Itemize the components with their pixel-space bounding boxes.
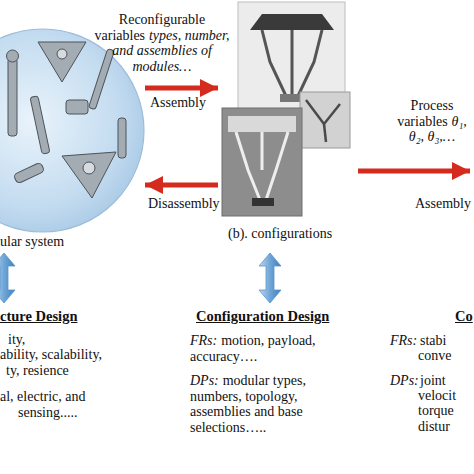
annotation-text: sensing..... — [18, 405, 78, 421]
platform-module — [62, 152, 116, 198]
module-parts — [7, 42, 127, 198]
photo-frame — [300, 92, 350, 148]
circle-shape — [0, 29, 144, 232]
node-caption: (b). configurations — [228, 226, 332, 242]
double-arrow — [259, 253, 281, 303]
annotation-text: joint — [420, 373, 446, 389]
link-module — [30, 96, 50, 154]
assembly-arrow — [145, 86, 218, 91]
text-block: Reconfigurable variablestypes, number, a… — [92, 12, 232, 74]
annotation-text: DPs: — [390, 373, 419, 389]
robot-arm — [298, 30, 322, 96]
robot-arm — [266, 132, 288, 200]
robot-arm — [291, 30, 294, 96]
annotation-text: distur — [418, 419, 450, 435]
design-heading: Configuration Design — [196, 309, 329, 325]
photo-frame — [222, 108, 302, 216]
annotation-text: FRs: — [390, 333, 417, 349]
link-module — [8, 58, 17, 136]
joint-module — [57, 49, 67, 59]
annotation-text: FRs: — [190, 333, 217, 348]
link-module — [89, 49, 115, 110]
motor-module — [66, 100, 88, 114]
annotation-text: Assembly — [415, 196, 471, 212]
photo-frame — [238, 2, 345, 110]
circle-outline — [0, 28, 145, 233]
node-caption: ular system — [0, 234, 64, 250]
joint-module — [7, 50, 19, 62]
end-effector — [280, 94, 304, 102]
text-block: Process variablesθ₁, θ₂, θ₃,… — [390, 98, 474, 145]
edge-label: Assembly — [150, 95, 206, 111]
configuration-photos — [222, 2, 350, 216]
robot-arm — [324, 124, 326, 142]
end-effector — [252, 198, 274, 206]
annotation-text: ty, resience — [6, 363, 69, 379]
annotation-text: ity, — [8, 332, 25, 348]
annotation-text: ability, scalability, — [0, 347, 102, 363]
disassembly-arrow — [145, 183, 218, 188]
robot-arm — [261, 132, 264, 170]
link-module — [13, 162, 44, 184]
annotation-text: DPs: — [190, 373, 219, 388]
configuration-panel: (b). configurations — [218, 0, 350, 218]
double-arrow — [0, 253, 15, 303]
joint-module — [83, 162, 95, 174]
platform-module — [38, 42, 86, 82]
robot-base — [228, 116, 296, 132]
robot-base — [250, 14, 334, 30]
robot-arm — [262, 30, 286, 96]
link-module — [118, 118, 126, 158]
annotation-text: velocit — [418, 388, 456, 404]
text-block: FRs:motion, payload, accuracy…. — [190, 333, 360, 364]
text-block: DPs:modular types, numbers, topology, as… — [190, 373, 340, 435]
module-circle: ular system — [0, 28, 145, 233]
design-heading: cture Design — [0, 309, 77, 325]
robot-arm — [236, 132, 260, 200]
annotation-text: stabi — [420, 333, 446, 349]
edge-label: Disassembly — [148, 196, 220, 212]
annotation-text: al, electric, and — [0, 389, 86, 405]
annotation-text: conve — [418, 348, 451, 364]
robot-arm — [306, 100, 340, 124]
annotation-text: Process variables — [397, 98, 453, 129]
design-heading: Co — [455, 309, 473, 325]
annotation-text: torque — [418, 403, 454, 419]
process-arrow — [358, 169, 470, 174]
